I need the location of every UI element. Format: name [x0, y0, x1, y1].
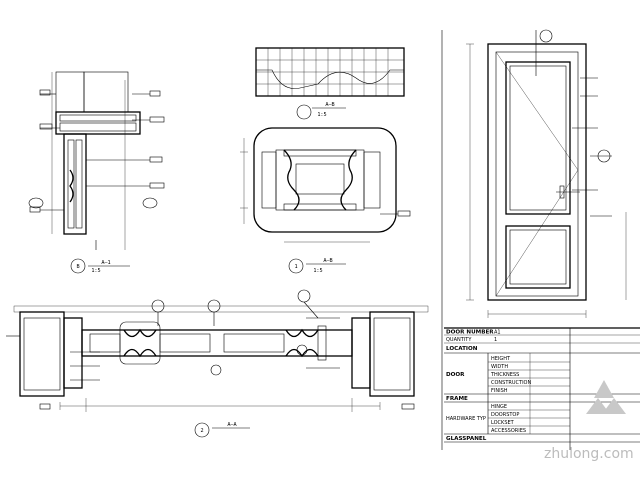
section-detail-b: 1 A—B 1:5 [240, 127, 411, 274]
section-a-marker-label: B [76, 264, 79, 270]
section-a-marker [70, 258, 86, 274]
panel-moulding-detail: A—B 1:5 [255, 47, 405, 120]
quantity-label: QUANTITY [446, 337, 472, 343]
door-schedule-table: DOOR NUMBER A1 QUANTITY 1 LOCATION DOOR … [444, 327, 640, 450]
accessories-label: ACCESSORIES [491, 428, 526, 434]
plan-title: A—A [227, 422, 237, 428]
frame-label: FRAME [446, 396, 468, 402]
height-label: HEIGHT [491, 356, 511, 362]
section-c-title: A—B [323, 258, 332, 264]
watermark: zhulong.com [544, 380, 634, 462]
door-number-value: A1 [494, 330, 501, 336]
construction-label: CONSTRUCTION [491, 380, 531, 386]
section-c-scale: 1:5 [313, 268, 322, 274]
door-label: DOOR [446, 372, 465, 378]
section-a-title: A—1 [101, 260, 110, 266]
door-elevation [441, 29, 627, 450]
doorstop-label: DOORSTOP [491, 412, 519, 418]
section-detail-a: B A—1 1:5 [28, 71, 165, 274]
thickness-label: THICKNESS [490, 372, 519, 378]
quantity-value: 1 [494, 337, 497, 343]
width-label: WIDTH [491, 364, 508, 370]
section-c-marker: 1 [294, 264, 297, 270]
glasspanel-label: GLASSPANEL [446, 436, 487, 442]
hardware-label: HARDWARE TYP [446, 416, 486, 422]
lockset-label: LOCKSET [491, 420, 515, 426]
section-a-scale: 1:5 [91, 268, 100, 274]
hinge-label: HINGE [491, 404, 507, 410]
plan-section: 2 A—A [6, 289, 429, 438]
finish-label: FINISH [491, 388, 508, 394]
svg-text:A—B: A—B [325, 102, 334, 108]
door-number-label: DOOR NUMBER [446, 330, 494, 336]
watermark-text: zhulong.com [544, 446, 634, 462]
plan-marker: 2 [200, 428, 203, 434]
svg-text:1:5: 1:5 [317, 112, 326, 118]
location-label: LOCATION [446, 346, 478, 352]
